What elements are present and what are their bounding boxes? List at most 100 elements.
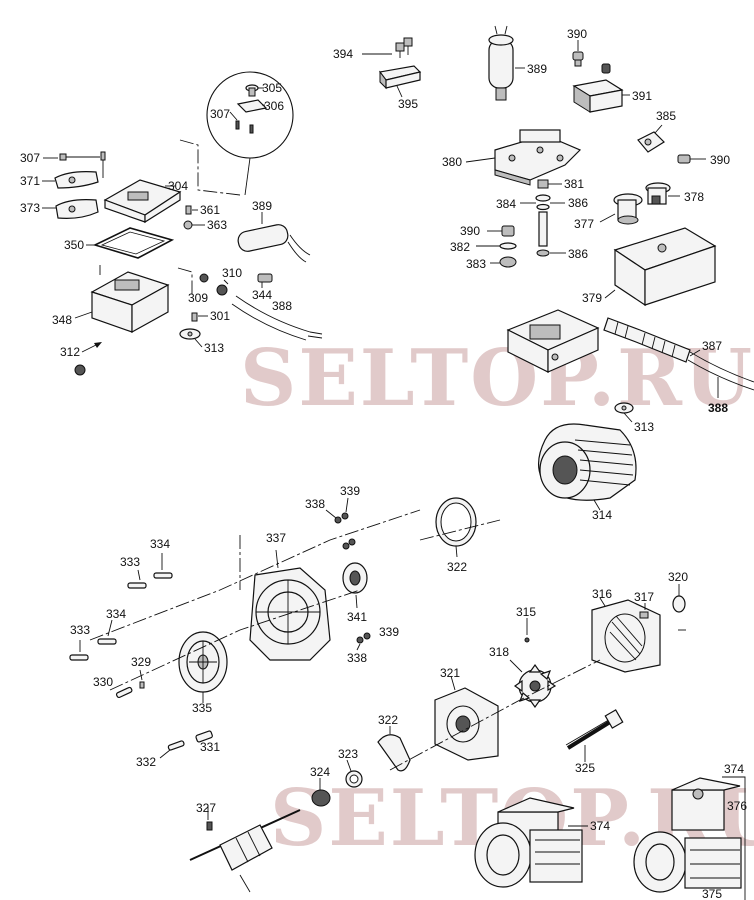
callout-350: 350 — [64, 238, 84, 252]
callout-371: 371 — [20, 174, 40, 188]
callout-380: 380 — [442, 155, 462, 169]
callout-388-left: 388 — [272, 299, 292, 313]
screws-329-330 — [115, 669, 145, 699]
callout-391: 391 — [632, 89, 652, 103]
callout-322-bottom: 322 — [378, 713, 398, 727]
callout-322-top: 322 — [447, 560, 467, 574]
box-391 — [572, 63, 630, 113]
screw-317-320 — [639, 584, 686, 631]
callout-305: 305 — [262, 81, 282, 95]
callout-387: 387 — [702, 339, 722, 353]
base-plate-379 — [506, 309, 600, 373]
nuts-338-339 — [325, 497, 371, 651]
callout-314: 314 — [592, 508, 612, 522]
callout-323: 323 — [338, 747, 358, 761]
callout-307-inset: 307 — [210, 107, 230, 121]
assembly-routing-lines — [99, 139, 241, 298]
plug-312 — [74, 342, 102, 376]
callout-331: 331 — [200, 740, 220, 754]
bolt-381-stack — [520, 179, 566, 257]
screw-307-left — [43, 151, 106, 178]
callout-335: 335 — [192, 701, 212, 715]
capacitor-389-top — [488, 25, 525, 101]
callout-383: 383 — [466, 257, 486, 271]
screw-301 — [191, 312, 208, 322]
callout-312: 312 — [60, 345, 80, 359]
bushing-344 — [257, 273, 273, 288]
callout-310: 310 — [222, 266, 242, 280]
callout-378: 378 — [684, 190, 704, 204]
impeller-318 — [509, 659, 557, 709]
screw-394 — [362, 37, 413, 58]
cable-388-left — [231, 295, 323, 341]
callout-333-bottom: 333 — [70, 623, 90, 637]
knob-377 — [599, 193, 643, 225]
screw-390-right — [677, 154, 706, 164]
callout-373: 373 — [20, 201, 40, 215]
fan-335 — [178, 631, 228, 703]
callout-363: 363 — [207, 218, 227, 232]
callout-313-right: 313 — [634, 420, 654, 434]
callout-389-top: 389 — [527, 62, 547, 76]
end-shield-337 — [249, 549, 331, 661]
callout-376: 376 — [727, 799, 747, 813]
callout-377: 377 — [574, 217, 594, 231]
callout-390-stack: 390 — [460, 224, 480, 238]
callout-labels: 394 395 389 390 391 305 306 307 307 371 … — [20, 27, 747, 900]
nut-309-310 — [199, 273, 229, 296]
screw-390-stack — [476, 225, 517, 268]
callout-374-center: 374 — [590, 819, 610, 833]
callout-329: 329 — [131, 655, 151, 669]
motor-assembly-374-right — [633, 776, 746, 900]
gasket-350 — [86, 227, 175, 259]
callout-338-bottom: 338 — [347, 651, 367, 665]
callout-315: 315 — [516, 605, 536, 619]
callout-389-left: 389 — [252, 199, 272, 213]
cable-lug-313-right — [614, 402, 634, 423]
knob-378 — [645, 182, 680, 205]
callout-306: 306 — [264, 99, 284, 113]
callout-338-top: 338 — [305, 497, 325, 511]
cable-lug-313-left — [179, 328, 203, 348]
callout-341: 341 — [347, 610, 367, 624]
bearing-341 — [342, 562, 368, 609]
callout-324: 324 — [310, 765, 330, 779]
callout-395: 395 — [398, 97, 418, 111]
inset-detail-circle — [206, 71, 294, 196]
screw-390-top — [572, 40, 584, 67]
clip-385 — [637, 124, 665, 153]
callout-321: 321 — [440, 666, 460, 680]
callout-339-bottom: 339 — [379, 625, 399, 639]
callout-390-right: 390 — [710, 153, 730, 167]
callout-385: 385 — [656, 109, 676, 123]
callout-339-top: 339 — [340, 484, 360, 498]
screw-361-363 — [183, 205, 205, 230]
callout-301: 301 — [210, 309, 230, 323]
callout-337: 337 — [266, 531, 286, 545]
seal-322-323-324 — [311, 659, 601, 807]
callout-330: 330 — [93, 675, 113, 689]
callout-332: 332 — [136, 755, 156, 769]
center-axis-left — [89, 509, 421, 691]
callout-386-top: 386 — [568, 196, 588, 210]
capacitor-389-left — [237, 212, 311, 263]
seal-ring-322-top — [419, 497, 501, 558]
fan-cover-316 — [591, 597, 661, 673]
pin-315 — [524, 618, 530, 643]
bolt-325 — [565, 709, 624, 762]
callout-318: 318 — [489, 645, 509, 659]
pump-body-321 — [434, 675, 499, 761]
bracket-plate-380 — [465, 129, 582, 186]
callout-388-right: 388 — [708, 401, 728, 415]
cable-gland-387 — [603, 317, 701, 363]
callout-327: 327 — [196, 801, 216, 815]
callout-320: 320 — [668, 570, 688, 584]
cover-304 — [103, 179, 182, 224]
callout-384: 384 — [496, 197, 516, 211]
callout-375: 375 — [702, 887, 722, 900]
callout-394: 394 — [333, 47, 353, 61]
clamp-371 — [42, 171, 99, 189]
callout-333-top: 333 — [120, 555, 140, 569]
cable-388-right — [687, 351, 754, 398]
